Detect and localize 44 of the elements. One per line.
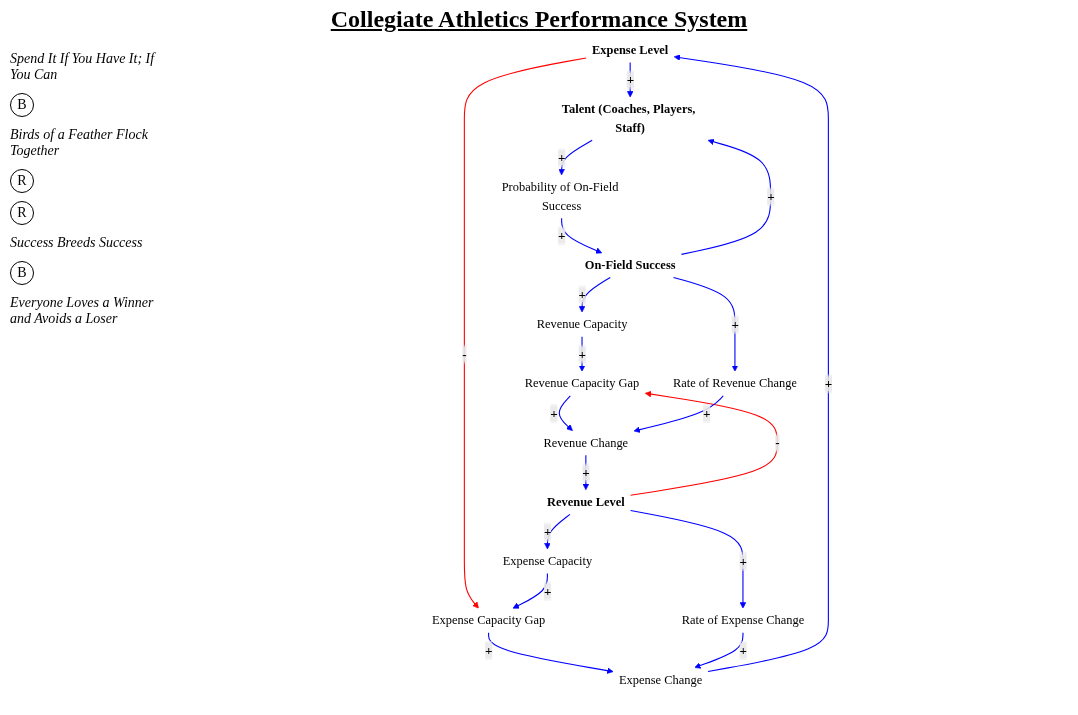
node-text: Revenue Change [543,435,629,450]
node-text: Revenue Level [547,494,625,509]
arrow [561,217,603,254]
arrow [694,632,744,669]
diagram-title: Collegiate Athletics Performance System [329,6,749,33]
edge-label: + [485,643,493,658]
loop-note: Success Breeds Success [10,235,144,251]
node-text: Expense Capacity Gap [431,613,546,628]
node-text: Revenue Capacity Gap [524,376,640,391]
edge-label: + [558,150,566,166]
edge-label: + [582,465,590,480]
arrow [488,632,614,674]
arrow [633,395,724,433]
loop-note: Birds of a Feather Flock Together [10,127,149,159]
node-text: On-Field Success [584,258,676,272]
arrow [558,395,573,431]
edge-label: + [558,228,566,244]
edge-label: + [767,189,775,205]
node-text: Expense Capacity [502,554,593,569]
node-text: Rate of Expense Change [681,613,805,628]
edge-label: + [550,406,558,421]
edge-label: + [578,346,587,362]
arrow [512,573,548,609]
node-text: Probability of On-Field Success [501,180,619,213]
node-text: Expense Change [618,672,703,687]
arrow [680,138,772,255]
edge-label: + [731,317,739,332]
node-text: Revenue Capacity [536,317,628,332]
edge-label: + [703,406,711,421]
edge-label: + [543,524,552,540]
arrow [673,54,829,672]
edge-label: + [824,376,833,392]
edge-label: + [578,287,587,303]
edge-label: + [626,72,635,88]
node-text: Rate of Revenue Change [672,376,797,391]
node-text: Expense Level [592,43,669,57]
loop-note: Everyone Loves a Winner and Avoids a Loser [10,295,155,327]
edge-label: + [739,554,747,569]
edge-label: + [543,583,552,599]
edge-label: - [462,346,467,362]
edge-label: + [739,643,747,658]
loop-note: Spend It If You Have It; If You Can [10,51,157,83]
node-text: Talent (Coaches, Players, Staff) [561,102,696,135]
edge-label: - [775,435,780,451]
